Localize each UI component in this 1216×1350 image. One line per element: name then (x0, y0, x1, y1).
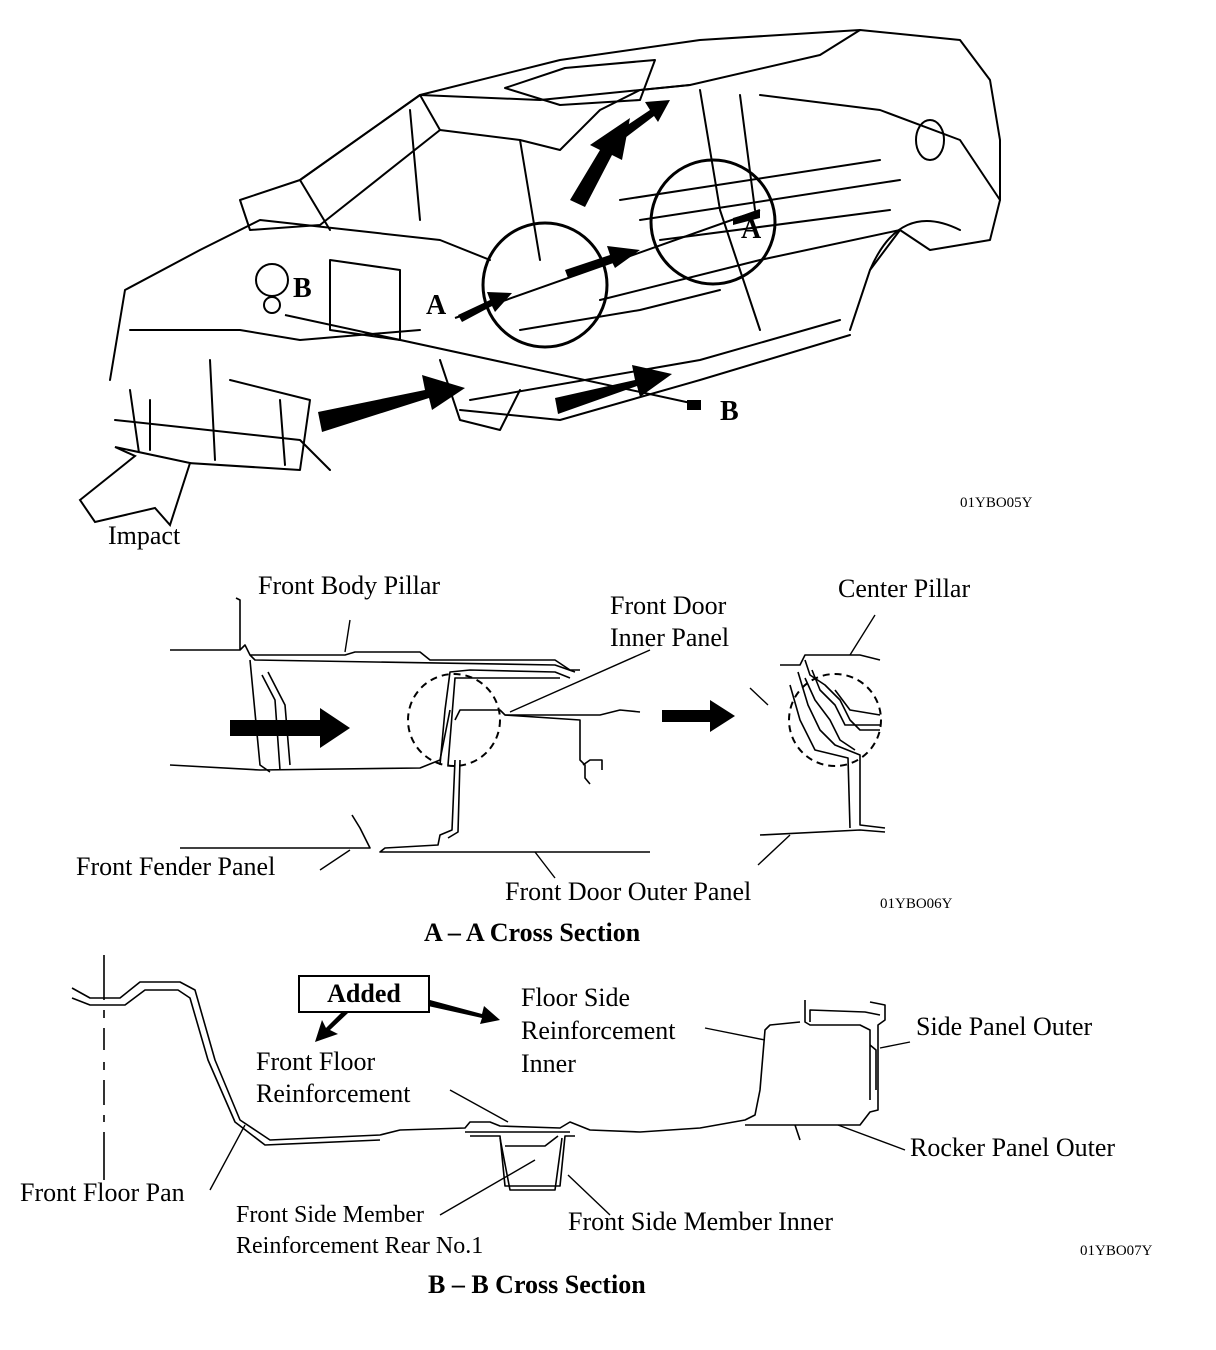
section-a-line (454, 209, 761, 319)
section-a-marker-right: A (741, 214, 762, 245)
added-arrow-left (315, 1010, 348, 1042)
load-arrow-sill (318, 375, 465, 432)
front-door-outer-panel (379, 759, 650, 853)
section-a-marker-left: A (426, 290, 447, 321)
section-bb-drawing (71, 955, 911, 1216)
a-pillar (439, 84, 691, 151)
label-front-door-outer-panel: Front Door Outer Panel (505, 877, 752, 906)
impact-label: Impact (108, 521, 181, 550)
radiator-support (129, 379, 311, 471)
center-pillar-outline (780, 654, 881, 666)
rocker (459, 334, 851, 421)
front-fender-panel (180, 814, 371, 849)
push-arrow-right (662, 700, 735, 732)
label-front-door-inner-2: Inner Panel (610, 623, 730, 652)
label-front-floor-reinf-2: Reinforcement (256, 1079, 411, 1108)
section-b-line (284, 314, 701, 406)
load-arrow-roof (620, 100, 670, 138)
front-floor-pan (71, 981, 801, 1141)
label-front-floor-pan: Front Floor Pan (20, 1178, 185, 1207)
caption-bb: B – B Cross Section (428, 1270, 646, 1299)
label-front-floor-reinf-1: Front Floor (256, 1047, 376, 1076)
impact-arrow (78, 446, 192, 527)
car-body-illustration (78, 29, 1001, 527)
label-front-side-member-reinf-2: Reinforcement Rear No.1 (236, 1233, 484, 1259)
label-front-body-pillar: Front Body Pillar (258, 571, 441, 600)
front-body-pillar-outline (170, 644, 580, 671)
caption-aa: A – A Cross Section (424, 918, 641, 947)
section-a-circle-rear (649, 158, 777, 286)
label-front-fender-panel: Front Fender Panel (76, 852, 276, 881)
contact-circle-right (788, 673, 882, 767)
figure-code-aa: 01YBO06Y (880, 896, 953, 912)
section-b-marker-right: B (720, 396, 739, 427)
rear-wheel-arch (869, 220, 961, 271)
figure-code-car: 01YBO05Y (960, 495, 1033, 511)
label-rocker-panel-outer: Rocker Panel Outer (910, 1133, 1116, 1162)
label-front-door-inner-1: Front Door (610, 591, 727, 620)
load-arrow-a-section (458, 292, 512, 322)
contact-circle-left (407, 673, 501, 767)
rear-quarter (759, 94, 1001, 331)
load-arrow-b-pillar (733, 210, 760, 225)
label-front-side-member-inner: Front Side Member Inner (568, 1207, 834, 1236)
added-arrow-right (428, 1000, 500, 1024)
front-side-member-inner (499, 1137, 563, 1191)
label-center-pillar: Center Pillar (838, 574, 971, 603)
b-pillar (699, 89, 761, 331)
side-panel-outer (804, 1000, 871, 1100)
label-floor-side-reinf-3: Inner (521, 1049, 576, 1078)
section-b-marker-left: B (293, 273, 312, 304)
rocker-panel-outer (745, 1001, 886, 1141)
load-arrow-floor (565, 246, 640, 278)
section-a-circle-front (481, 221, 609, 349)
figure-code-bb: 01YBO07Y (1080, 1243, 1153, 1259)
label-side-panel-outer: Side Panel Outer (916, 1012, 1093, 1041)
front-body (109, 219, 491, 381)
front-door-inner-panel (454, 709, 591, 785)
load-arrow-pillar-upper (570, 118, 630, 207)
label-front-side-member-reinf-1: Front Side Member (236, 1202, 424, 1228)
load-arrow-rocker (555, 365, 672, 414)
section-aa-drawing (169, 597, 886, 879)
sunroof (504, 59, 656, 106)
added-badge: Added (298, 975, 430, 1013)
push-arrow-left (230, 708, 350, 748)
label-floor-side-reinf-2: Reinforcement (521, 1016, 676, 1045)
label-floor-side-reinf-1: Floor Side (521, 983, 631, 1012)
